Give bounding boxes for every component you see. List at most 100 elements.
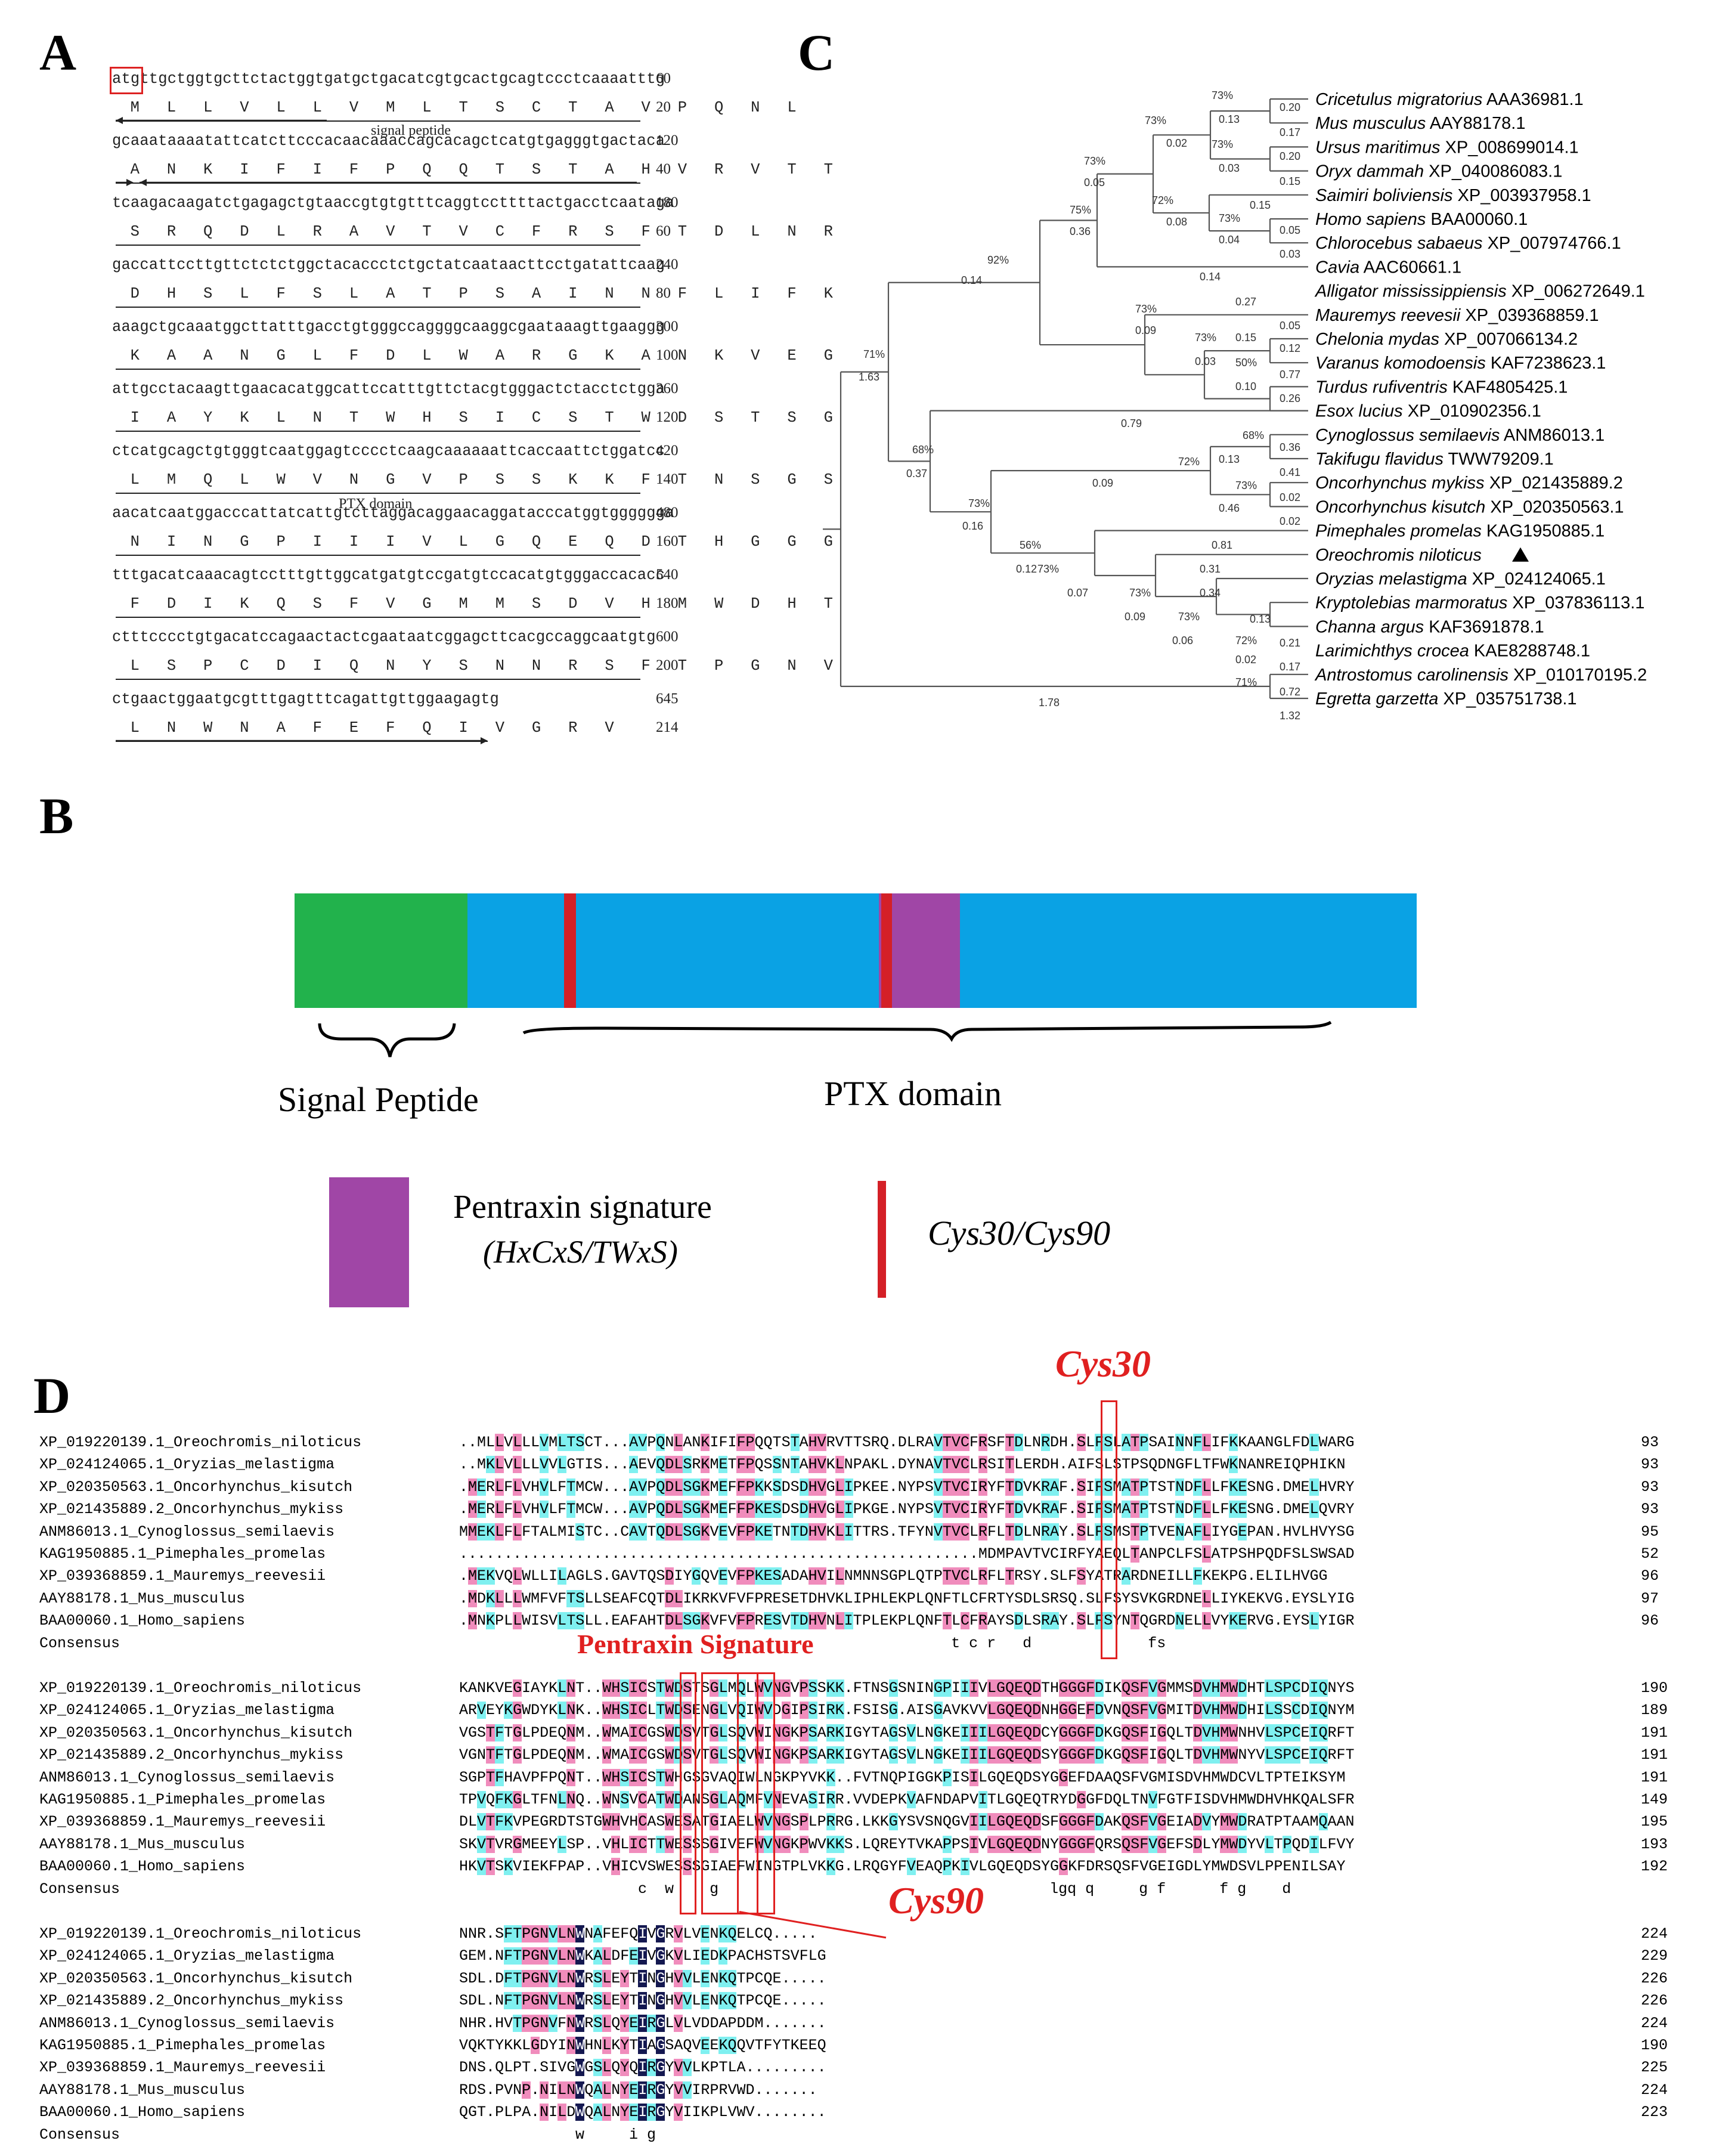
consensus-label: Consensus: [39, 1880, 120, 1898]
sequence-name: XP_024124065.1_Oryzias_melastigma: [39, 1702, 335, 1719]
residue-count: 93: [1641, 1501, 1659, 1518]
aa-position: 20: [656, 99, 671, 115]
branch-support-label: 73%: [1178, 611, 1200, 623]
aa-underline: [116, 431, 640, 432]
branch-support-label: 0.46: [1219, 502, 1240, 514]
branch-support-label: 0.02: [1235, 654, 1256, 666]
aminoacid-line: S R Q D L R A V T V C F R S F T D L N R: [112, 223, 833, 240]
taxon-label: Channa argus KAF3691878.1: [1315, 617, 1544, 636]
branch-support-label: 0.15: [1250, 199, 1271, 211]
cys30-label: Cys30: [1055, 1343, 1151, 1385]
branch-support-label: 0.12: [1280, 342, 1300, 354]
branch-support-label: 0.13: [1219, 453, 1240, 465]
branch-support-label: 50%: [1235, 357, 1257, 369]
taxon-label: Homo sapiens BAA00060.1: [1315, 210, 1528, 229]
aminoacid-line: D H S L F S L A T P S A I N N F L I F K: [112, 285, 833, 302]
taxon-label: Pimephales promelas KAG1950885.1: [1315, 522, 1605, 541]
legend-motif-label: (HxCxS/TWxS): [483, 1234, 678, 1270]
residue-count: 191: [1641, 1746, 1668, 1764]
aminoacid-line: M L L V L L V M L T S C T A V P Q N L: [112, 99, 797, 116]
pentraxin-signature-label: Pentraxin Signature: [577, 1629, 814, 1659]
sequence-residues: KANKVEGIAYKLNT..WHSICSTWDSTSGLMQLWVNGVPS…: [459, 1679, 1355, 1697]
nt-position: 240: [656, 256, 679, 273]
panel-letter-b: B: [39, 787, 74, 845]
cys90-label: Cys90: [888, 1879, 984, 1922]
sequence-residues: DLVTFKVPEGRDTSTGWHVHCASWESATGIAELWVNGSPL…: [459, 1813, 1355, 1831]
branch-support-label: 0.02: [1166, 137, 1187, 149]
branch-support-label: 0.06: [1172, 635, 1193, 647]
residue-count: 93: [1641, 1478, 1659, 1496]
branch-support-label: 1.32: [1280, 710, 1300, 722]
branch-support-label: 0.03: [1219, 162, 1240, 174]
sequence-name: XP_020350563.1_Oncorhynchus_kisutch: [39, 1478, 353, 1496]
sequence-name: KAG1950885.1_Pimephales_promelas: [39, 2037, 326, 2054]
panel-a-sequence: atgttgctggtgcttctactggtgatgctgacatcgtgca…: [110, 67, 833, 774]
branch-support-label: 0.17: [1280, 126, 1300, 138]
sequence-residues: SGPTFHAVPFPQNT..WHSICSTWHGSGVAQIWLNGKPYV…: [459, 1768, 1346, 1786]
residue-count: 195: [1641, 1813, 1668, 1831]
residue-count: 96: [1641, 1567, 1659, 1585]
branch-support-label: 0.03: [1280, 248, 1300, 260]
aa-position: 214: [656, 719, 679, 735]
residue-count: 193: [1641, 1835, 1668, 1853]
aa-underline: [116, 679, 640, 680]
taxon-label: Oncorhynchus mykiss XP_021435889.2: [1315, 474, 1623, 493]
residue-count: 97: [1641, 1589, 1659, 1607]
branch-support-label: 0.03: [1195, 355, 1216, 367]
nt-position: 60: [656, 70, 671, 86]
nucleotide-line: aaagctgcaaatggcttatttgacctgtgggccaggggca…: [112, 318, 665, 336]
aa-underline: [116, 120, 640, 122]
residue-count: 224: [1641, 2014, 1668, 2032]
taxon-label: Takifugu flavidus TWW79209.1: [1315, 450, 1554, 469]
residue-count: 226: [1641, 1992, 1668, 2010]
aa-underline: [116, 555, 640, 556]
aminoacid-line: L N W N A F E F Q I V G R V: [112, 719, 614, 737]
branch-support-label: 0.02: [1280, 515, 1300, 527]
branch-support-label: 73%: [1037, 563, 1059, 575]
sequence-residues: TPVQFKGLTFNLNQ..WNSVCATWDANSGLAQMFVNEVAS…: [459, 1791, 1355, 1808]
panel-letter-d: D: [33, 1367, 71, 1424]
sequence-residues: SDL.NFTPGNVLNWRSLEYTINGHVVLENKQTPCQE....…: [459, 1992, 826, 2010]
branch-support-label: 0.13: [1250, 613, 1271, 625]
branch-support-label: 0.41: [1280, 466, 1300, 478]
branch-support-label: 0.09: [1125, 611, 1145, 623]
branch-support-label: 0.37: [906, 468, 927, 480]
residue-count: 224: [1641, 1925, 1668, 1942]
signal-peptide-block: [295, 893, 467, 1008]
sequence-name: ANM86013.1_Cynoglossus_semilaevis: [39, 2014, 335, 2032]
residue-count: 223: [1641, 2104, 1668, 2121]
legend-pentraxin-label: Pentraxin signature: [453, 1189, 712, 1226]
sequence-residues: RDS.PVNP.NILNWQALNYEIRGYVVIRPRVWD.......: [459, 2081, 817, 2099]
sequence-name: XP_039368859.1_Mauremys_reevesii: [39, 2059, 326, 2077]
nucleotide-line: ctcatgcagctgtgggtcaatggagtcccctcaagcaaaa…: [112, 443, 665, 460]
branch-support-label: 0.26: [1280, 392, 1300, 404]
sequence-residues: .MNKPLLWISVLTSLL.EAFAHTDLSGKVFVFPRESVTDH…: [459, 1612, 1355, 1630]
aa-position: 120: [656, 409, 679, 425]
residue-count: 191: [1641, 1724, 1668, 1741]
branch-support-label: 1.78: [1039, 697, 1060, 709]
sequence-name: ANM86013.1_Cynoglossus_semilaevis: [39, 1768, 335, 1786]
branch-support-label: 68%: [912, 444, 934, 456]
sequence-name: XP_021435889.2_Oncorhynchus_mykiss: [39, 1501, 344, 1518]
branch-support-label: 0.12: [1016, 563, 1037, 575]
nucleotide-line: aacatcaatggacccattatcattgtcttaggacaggaac…: [112, 505, 674, 522]
legend-pentraxin-swatch: [329, 1177, 409, 1307]
legend-cys-label: Cys30/Cys90: [928, 1214, 1111, 1252]
branch-support-label: 0.04: [1219, 234, 1240, 246]
nucleotide-line: ctttcccctgtgacatccagaactactcgaataatcggag…: [112, 629, 656, 646]
residue-count: 229: [1641, 1947, 1668, 1965]
branch-support-label: 0.10: [1235, 381, 1256, 392]
taxon-label: Oncorhynchus kisutch XP_020350563.1: [1315, 497, 1624, 516]
nt-position: 480: [656, 505, 679, 521]
aminoacid-line: K A A N G L F D L W A R G K A N K V E G: [112, 347, 833, 364]
aa-position: 140: [656, 471, 679, 487]
sequence-name: BAA00060.1_Homo_sapiens: [39, 1858, 246, 1876]
taxon-label: Cavia AAC60661.1: [1315, 258, 1461, 277]
branch-support-label: 0.15: [1280, 175, 1300, 187]
aa-position: 180: [656, 595, 679, 611]
sequence-residues: DNS.QLPT.SIVGWGSLQYQIRGYVVLKPTLA........…: [459, 2059, 826, 2077]
branch-support-label: 72%: [1235, 635, 1257, 647]
sequence-name: AAY88178.1_Mus_musculus: [39, 2081, 246, 2099]
branch-support-label: 73%: [1135, 303, 1157, 315]
panel-b-domain-diagram: Signal Peptide PTX domain Pentraxin sign…: [0, 883, 1716, 1312]
